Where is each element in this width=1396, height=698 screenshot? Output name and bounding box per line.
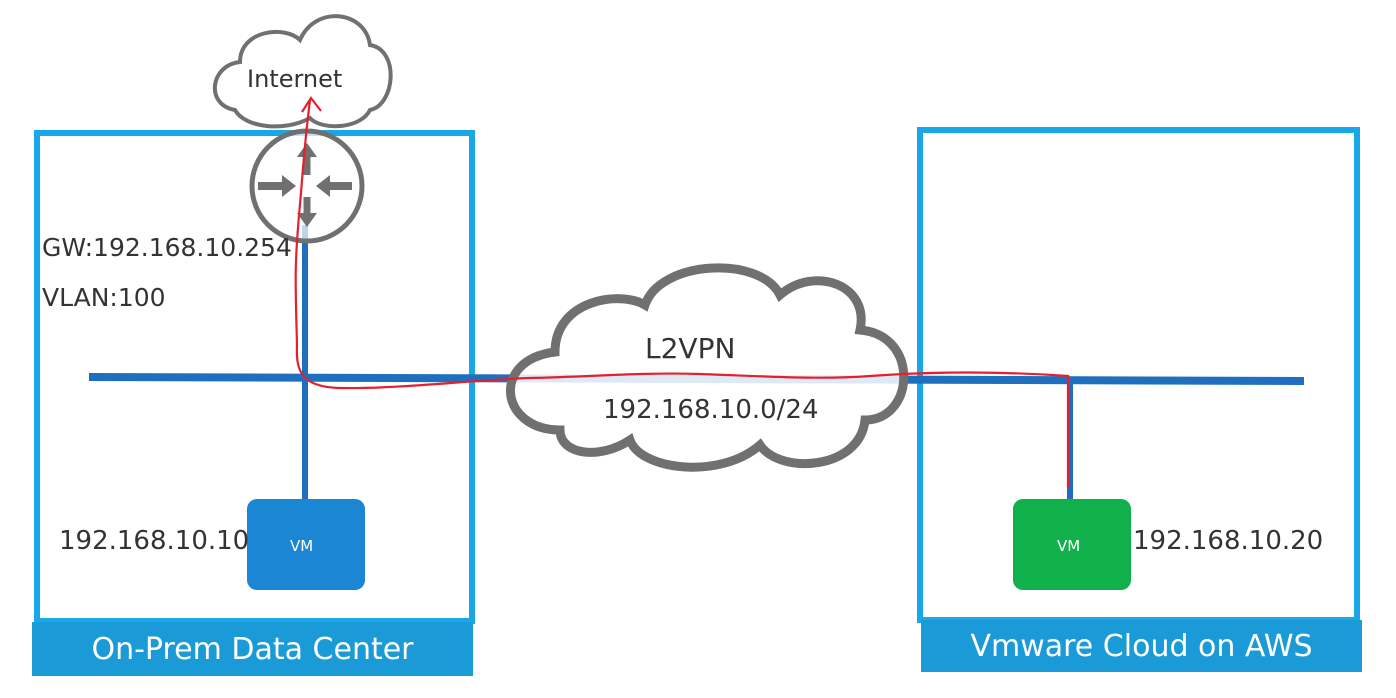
- internet-label: Internet: [247, 65, 343, 93]
- l2vpn-cloud: [505, 263, 909, 472]
- onprem-title: On-Prem Data Center: [91, 631, 414, 667]
- vlan-label: VLAN:100: [42, 283, 166, 312]
- l2vpn-label: L2VPN: [645, 332, 736, 365]
- aws-title: Vmware Cloud on AWS: [970, 628, 1313, 664]
- router-icon: [249, 128, 365, 244]
- aws-vm-ip-label: 192.168.10.20: [1133, 526, 1324, 556]
- gateway-label: GW:192.168.10.254: [42, 233, 292, 262]
- internet-cloud: [212, 14, 393, 129]
- l2vpn-subnet-label: 192.168.10.0/24: [603, 395, 819, 425]
- onprem-vm-ip-label: 192.168.10.10: [59, 526, 250, 556]
- traffic-path-line: [294, 99, 1070, 488]
- aws-vm-box: [1013, 499, 1131, 590]
- traffic-arrowhead: [301, 96, 322, 113]
- onprem-title-bar: On-Prem Data Center: [32, 622, 473, 676]
- onprem-vm-box: [247, 499, 365, 590]
- aws-vm-label: VM: [1057, 537, 1081, 555]
- onprem-vm-label: VM: [290, 537, 314, 555]
- aws-title-bar: Vmware Cloud on AWS: [921, 620, 1362, 672]
